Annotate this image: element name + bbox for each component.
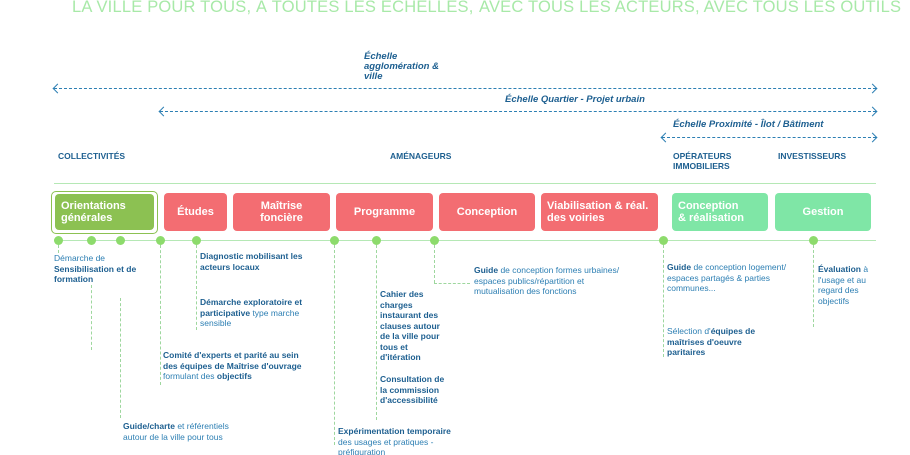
timeline-dot bbox=[87, 236, 96, 245]
connector-line bbox=[160, 245, 161, 385]
note-selection-equipes: Sélection d'équipes de maîtrises d'oeuvr… bbox=[667, 326, 756, 357]
arrow-head-left-icon bbox=[52, 83, 63, 94]
phase-orientations-frame bbox=[51, 191, 158, 234]
actor-investisseurs: INVESTISSEURS bbox=[778, 151, 847, 161]
scale-proximite-arrow bbox=[660, 132, 878, 143]
note-comite: Comité d'experts et parité au sein des é… bbox=[163, 350, 302, 381]
timeline-dot bbox=[156, 236, 165, 245]
phase-conception-realisation: Conception& réalisation bbox=[672, 193, 768, 231]
timeline-dot bbox=[809, 236, 818, 245]
timeline-dot bbox=[192, 236, 201, 245]
arrow-head-right-icon bbox=[867, 132, 878, 143]
connector-line bbox=[663, 245, 664, 357]
note-cahier-des-charges: Cahier des charges instaurant des clause… bbox=[380, 289, 440, 362]
timeline-dot bbox=[116, 236, 125, 245]
note-guide-charte: Guide/charte et référentiels autour de l… bbox=[123, 421, 229, 442]
note-exploratoire: Démarche exploratoire et participative t… bbox=[200, 297, 303, 328]
connector-line bbox=[376, 245, 377, 420]
timeline-top-line bbox=[54, 183, 876, 184]
connector-line bbox=[434, 283, 470, 284]
actor-collectivites: COLLECTIVITÉS bbox=[58, 151, 126, 161]
note-experimentation: Expérimentation temporaire des usages et… bbox=[338, 426, 451, 455]
note-guide-logement: Guide de conception logement/ espaces pa… bbox=[667, 262, 787, 293]
phase-programme: Programme bbox=[336, 193, 433, 231]
actor-operateurs: OPÉRATEURS IMMOBILIERS bbox=[673, 151, 732, 171]
headline-right: AVEC TOUS LES ACTEURS, AVEC TOUS LES OUT… bbox=[479, 0, 902, 16]
scale-proximite-label: Échelle Proximité - Îlot / Bâtiment bbox=[673, 119, 824, 130]
arrow-head-right-icon bbox=[867, 83, 878, 94]
note-diagnostic: Diagnostic mobilisant les acteurs locaux bbox=[200, 251, 303, 272]
note-guide-formes-urbaines: Guide de conception formes urbaines/ esp… bbox=[474, 265, 620, 296]
arrow-head-right-icon bbox=[867, 106, 878, 117]
phase-gestion: Gestion bbox=[775, 193, 871, 231]
actor-amenageurs: AMÉNAGEURS bbox=[390, 151, 452, 161]
scale-quartier-arrow bbox=[158, 106, 878, 117]
scale-quartier-label: Échelle Quartier - Projet urbain bbox=[505, 94, 645, 105]
connector-line bbox=[813, 245, 814, 327]
connector-line bbox=[434, 245, 435, 283]
connector-line bbox=[196, 245, 197, 330]
arrow-head-left-icon bbox=[158, 106, 169, 117]
phase-viabilisation: Viabilisation & réal.des voiries bbox=[541, 193, 658, 231]
note-evaluation: Évaluation à l'usage et au regard des ob… bbox=[818, 264, 869, 306]
phase-conception: Conception bbox=[439, 193, 535, 231]
arrow-head-left-icon bbox=[660, 132, 671, 143]
scale-agglo-arrow bbox=[52, 83, 878, 94]
note-consultation: Consultation de la commission d'accessib… bbox=[380, 374, 445, 405]
timeline-dot bbox=[330, 236, 339, 245]
timeline-dot bbox=[430, 236, 439, 245]
timeline-dot bbox=[372, 236, 381, 245]
connector-line bbox=[58, 245, 59, 253]
connector-line bbox=[120, 298, 121, 418]
connector-line bbox=[334, 245, 335, 445]
timeline-bottom-line bbox=[54, 240, 876, 241]
timeline-dot bbox=[659, 236, 668, 245]
headline-left: LA VILLE POUR TOUS, À TOUTES LES ÉCHELLE… bbox=[72, 0, 474, 16]
scale-agglo-label: Échelle agglomération & ville bbox=[364, 51, 439, 82]
timeline-dot bbox=[54, 236, 63, 245]
connector-line bbox=[91, 285, 92, 350]
phase-etudes: Études bbox=[164, 193, 227, 231]
